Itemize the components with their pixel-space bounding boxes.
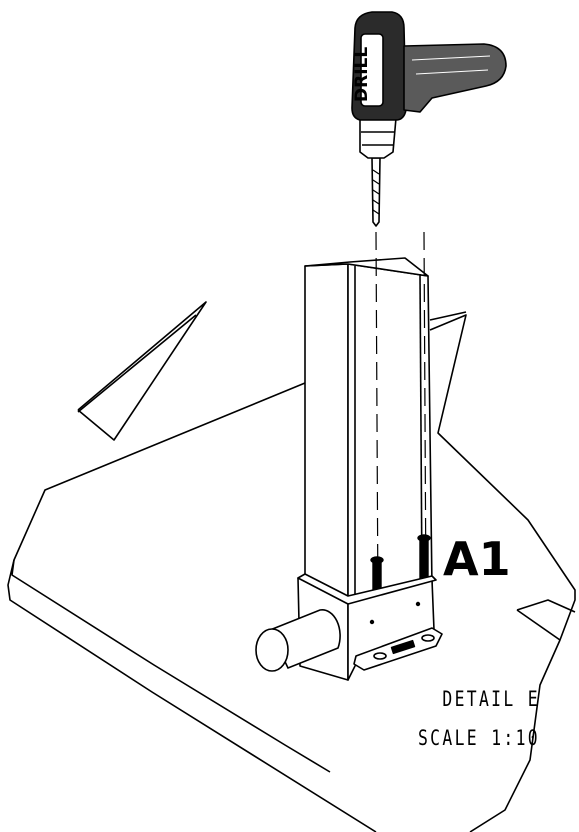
plate-slot-right <box>421 634 435 642</box>
drill <box>351 11 507 227</box>
drill-center-lines <box>375 231 427 611</box>
plate-dot-1 <box>369 619 375 625</box>
drill-grip <box>403 43 507 113</box>
screw-left-head <box>370 556 384 564</box>
plate-slot-left <box>373 652 387 660</box>
plate-dot-2 <box>415 601 421 607</box>
center-line-right <box>423 231 427 601</box>
round-tube <box>255 609 341 672</box>
floor-inner-right <box>429 311 467 321</box>
drill-bit-flutes <box>372 169 380 215</box>
floor-outer-outline <box>7 382 377 832</box>
detail-scale: SCALE 1:10 <box>417 726 540 750</box>
bracket-top-lip <box>297 573 437 605</box>
drill-brand-text: DRILL <box>352 47 372 102</box>
tube-end <box>255 628 289 672</box>
screw-right-head <box>417 534 431 542</box>
drill-chuck <box>359 117 397 159</box>
screw-left <box>370 556 384 613</box>
post-inner-line-2 <box>419 273 423 587</box>
flange-inner-edge <box>77 314 197 413</box>
post-front-face <box>304 263 349 611</box>
plate-label <box>390 639 416 655</box>
floor-outer-right <box>429 314 576 832</box>
detail-title: DETAIL E <box>442 687 540 711</box>
floor-notch-right-2 <box>516 609 561 641</box>
drill-label-panel <box>360 33 384 107</box>
drill-grip-line <box>411 55 491 75</box>
callout-label-a1: A1 <box>443 532 511 586</box>
floor-plate <box>7 301 576 832</box>
flange-outline <box>77 301 207 441</box>
floor-edge-left <box>11 559 331 773</box>
center-line-left <box>375 231 379 611</box>
post-top <box>304 257 429 277</box>
floor-notch-right <box>516 599 576 613</box>
drill-chuck-ring <box>361 131 395 146</box>
post <box>304 257 433 611</box>
